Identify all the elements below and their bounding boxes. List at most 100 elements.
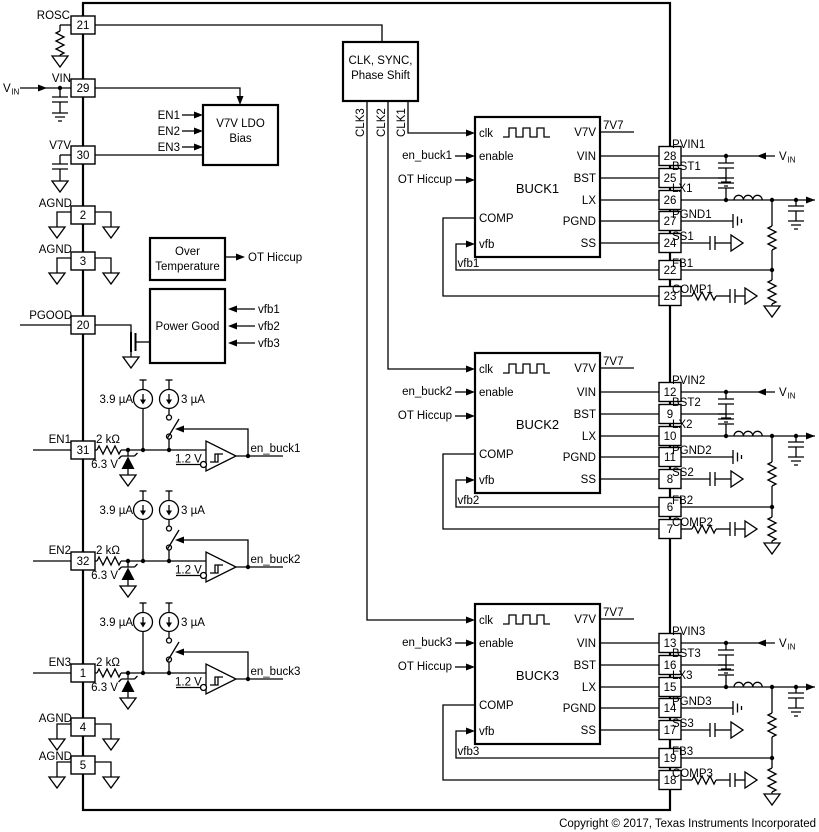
- pin-number: 5: [80, 760, 86, 772]
- arrowhead-right: [38, 84, 47, 92]
- switch-arm: [166, 641, 180, 662]
- pin-number: 9: [667, 409, 673, 421]
- vin-source-sub: IN: [788, 156, 796, 165]
- ldo-block-title: Bias: [229, 133, 252, 145]
- wire: [56, 761, 71, 777]
- port-label: BST: [574, 660, 596, 672]
- pin-number: 18: [664, 775, 677, 787]
- hysteresis-icon: [210, 453, 223, 463]
- pin-number: 2: [80, 210, 86, 222]
- pin-name: V7V: [49, 140, 71, 152]
- vin-source-sub: IN: [788, 643, 796, 652]
- agnd-symbol: [47, 738, 67, 752]
- inverting-input-bubble: [199, 683, 208, 692]
- wire: [681, 413, 727, 419]
- vin-source-label: V: [779, 387, 787, 399]
- agnd-symbol: [118, 697, 138, 711]
- pin-number: 27: [664, 216, 677, 228]
- pin-name: EN3: [49, 657, 71, 669]
- net-label: OT Hiccup: [248, 252, 302, 264]
- capacitor: [709, 236, 716, 250]
- wire: [95, 723, 112, 739]
- value-label: 6.3 V: [91, 682, 118, 694]
- vin-source-sub: IN: [788, 392, 796, 401]
- port-label: PGND: [563, 452, 596, 464]
- value-label: 3.9 µA: [100, 505, 134, 517]
- port-label: SS: [581, 474, 597, 486]
- agnd-symbol: [50, 55, 70, 69]
- comp-route: [442, 217, 659, 297]
- buck3-section: 7V7clkenableBUCK3COMPvfbV7VVINBSTLXPGNDS…: [366, 101, 815, 807]
- port-label: vfb: [479, 475, 494, 487]
- pin-box: [658, 747, 682, 769]
- junction-dot: [723, 684, 729, 690]
- pin-box: [70, 717, 96, 737]
- pin-name: AGND: [39, 198, 72, 210]
- pin-box: [658, 676, 682, 698]
- pin-box: [658, 210, 682, 232]
- pin-box: [658, 769, 682, 791]
- capacitor: [709, 723, 716, 737]
- ldo-block: [201, 103, 280, 167]
- power-good-block: [148, 287, 227, 365]
- pin-number: 25: [664, 173, 677, 185]
- pin-box: [658, 719, 682, 741]
- clk-output-label: CLK2: [376, 108, 388, 137]
- pin-label: LX1: [672, 183, 692, 195]
- wire: [95, 257, 112, 273]
- clock-waveform-icon: [503, 127, 550, 138]
- pin-box: [658, 654, 682, 676]
- pin-number: 17: [664, 725, 677, 737]
- gnd-arrow-right: [730, 720, 745, 740]
- agnd-symbol: [762, 793, 782, 807]
- port-label: COMP: [479, 213, 514, 225]
- value-label: 3.9 µA: [100, 617, 134, 629]
- hysteresis-icon: [210, 564, 223, 574]
- pin-label: PVIN3: [672, 626, 705, 638]
- wire: [95, 211, 112, 227]
- net-label: EN3: [158, 142, 180, 154]
- port-label: LX: [582, 682, 596, 694]
- value-label: 3 µA: [181, 617, 205, 629]
- arrowhead-right: [806, 196, 815, 204]
- pin-number: 19: [664, 753, 677, 765]
- resistor: [54, 30, 66, 56]
- pin-label: BST3: [672, 648, 701, 660]
- pin-box: [70, 663, 96, 683]
- comparator: [205, 662, 238, 696]
- gnd-arrow-right: [744, 770, 759, 790]
- over-temp-block: [148, 236, 227, 282]
- arrowhead-down: [166, 510, 172, 516]
- gnd-arrow-right: [730, 469, 745, 489]
- buck-block: [473, 602, 602, 746]
- resistor: [96, 444, 122, 456]
- arrowhead-down: [140, 399, 146, 405]
- net-label: en_buck1: [402, 150, 452, 162]
- pin-name: AGND: [39, 751, 72, 763]
- port-label: BST: [574, 173, 596, 185]
- capacitor: [52, 96, 68, 103]
- junction-dot: [245, 676, 251, 682]
- pin-number: 24: [664, 238, 677, 250]
- pin-name: ROSC: [37, 10, 70, 22]
- clk-sync-block: [341, 40, 420, 103]
- pin-box: [658, 145, 682, 167]
- net-label: vfb1: [458, 258, 480, 270]
- port-label: PGND: [563, 703, 596, 715]
- net-label: OT Hiccup: [398, 661, 452, 673]
- pin-number: 11: [664, 452, 676, 464]
- value-label: 6.3 V: [91, 459, 118, 471]
- capacitor: [729, 773, 736, 787]
- switch-contact: [165, 414, 173, 421]
- arrowhead-left: [757, 388, 766, 396]
- pin-box: [70, 145, 96, 165]
- hysteresis-feedback-wire: [184, 539, 249, 567]
- arrowhead-down: [236, 96, 244, 105]
- value-label: 2 kΩ: [96, 434, 120, 446]
- value-label: 1.2 V: [175, 677, 202, 689]
- wire: [56, 723, 71, 739]
- pin-label: FB1: [672, 258, 693, 270]
- arrowhead-down: [140, 622, 146, 628]
- clk-output-label: CLK1: [396, 108, 408, 137]
